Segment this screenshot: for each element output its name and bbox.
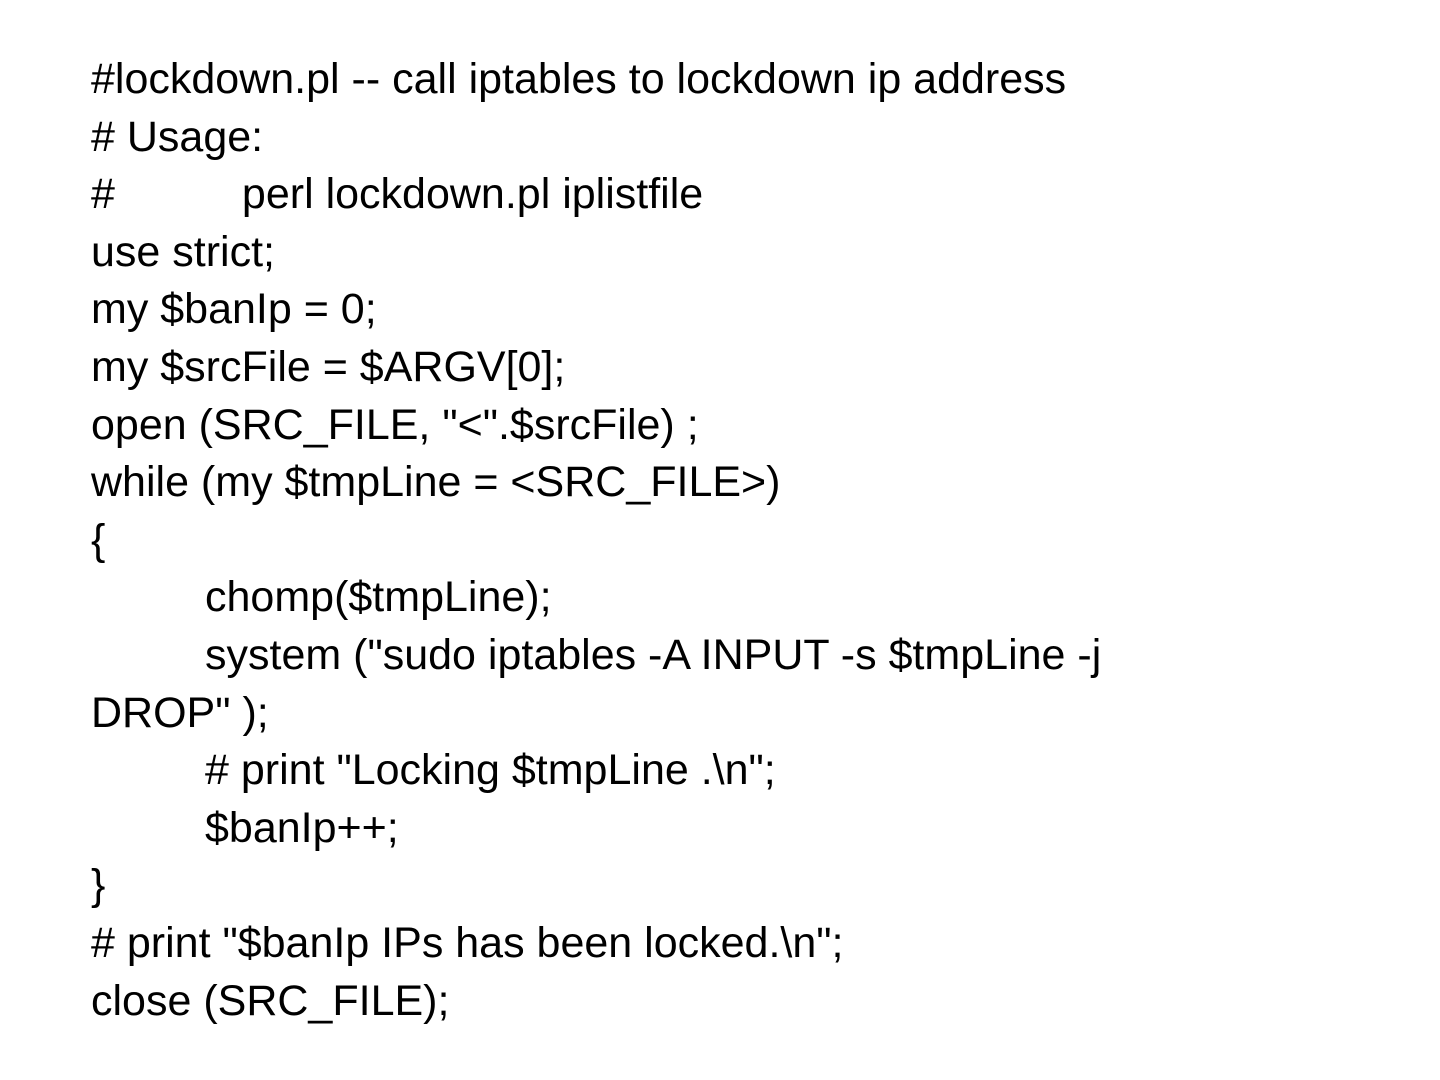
code-line-comment-title: #lockdown.pl -- call iptables to lockdow… bbox=[91, 55, 1067, 103]
code-line-use-strict: use strict; bbox=[91, 227, 275, 276]
code-line-comment-usage-command: # perl lockdown.pl iplistfile bbox=[91, 166, 1391, 224]
perl-script-listing: #lockdown.pl -- call iptables to lockdow… bbox=[91, 51, 1391, 1030]
code-line-banip-increment: $banIp++; bbox=[205, 803, 399, 852]
code-line-comment-usage: # Usage: bbox=[91, 112, 264, 161]
usage-command-text: perl lockdown.pl iplistfile bbox=[241, 170, 704, 219]
code-line-close-file: close (SRC_FILE); bbox=[91, 976, 450, 1025]
code-line-chomp: chomp($tmpLine); bbox=[205, 573, 552, 622]
code-line-system-call-wrap: DROP" ); bbox=[91, 688, 269, 737]
code-line-close-brace: } bbox=[91, 861, 106, 910]
code-line-print-locking-comment: # print "Locking $tmpLine .\n"; bbox=[205, 746, 776, 795]
code-line-print-summary-comment: # print "$banIp IPs has been locked.\n"; bbox=[91, 918, 844, 967]
code-line-srcfile-declare: my $srcFile = $ARGV[0]; bbox=[91, 342, 566, 391]
code-line-open-file: open (SRC_FILE, "<".$srcFile) ; bbox=[91, 400, 699, 449]
code-line-system-call: system ("sudo iptables -A INPUT -s $tmpL… bbox=[205, 630, 1102, 679]
code-line-banip-declare: my $banIp = 0; bbox=[91, 285, 377, 334]
code-line-open-brace: { bbox=[91, 515, 106, 564]
comment-hash: # bbox=[91, 170, 115, 219]
code-line-while-loop: while (my $tmpLine = <SRC_FILE>) bbox=[91, 458, 781, 507]
